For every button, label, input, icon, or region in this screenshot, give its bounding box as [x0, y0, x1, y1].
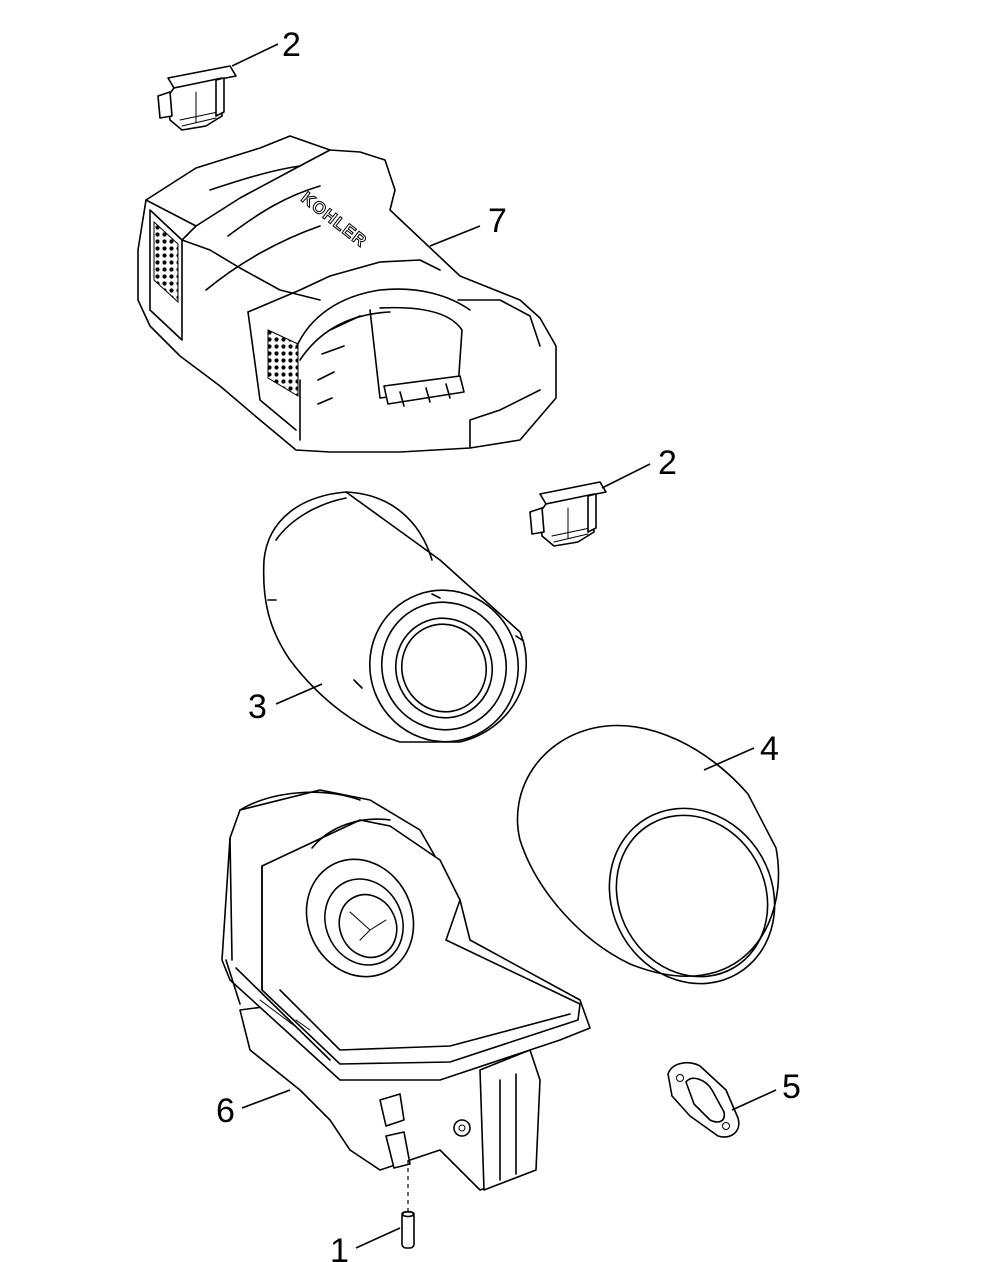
- air-cleaner-base: [221, 789, 591, 1191]
- callout-1: 1: [330, 1232, 349, 1262]
- leader-3: [275, 683, 323, 705]
- callout-4: 4: [760, 730, 779, 768]
- precleaner: [516, 724, 780, 985]
- leader-1: [355, 1227, 401, 1249]
- callout-3: 3: [248, 688, 267, 726]
- air-filter-element: [262, 491, 528, 743]
- gasket: [667, 1061, 740, 1138]
- retaining-clip-upper: [157, 65, 237, 131]
- callout-5: 5: [782, 1068, 801, 1106]
- leader-2-upper: [231, 43, 279, 67]
- retaining-clip-lower: [529, 481, 607, 547]
- callout-2-upper: 2: [282, 26, 301, 64]
- leader-7: [429, 225, 481, 247]
- callout-6: 6: [216, 1092, 235, 1130]
- leader-2-lower: [601, 463, 651, 489]
- leader-4: [703, 747, 755, 771]
- leader-6: [241, 1089, 291, 1109]
- pin: [401, 1210, 415, 1249]
- callout-7: 7: [488, 202, 507, 240]
- air-cleaner-cover: KOHLER: [137, 135, 557, 453]
- leader-5: [731, 1089, 777, 1111]
- callout-2-lower: 2: [658, 444, 677, 482]
